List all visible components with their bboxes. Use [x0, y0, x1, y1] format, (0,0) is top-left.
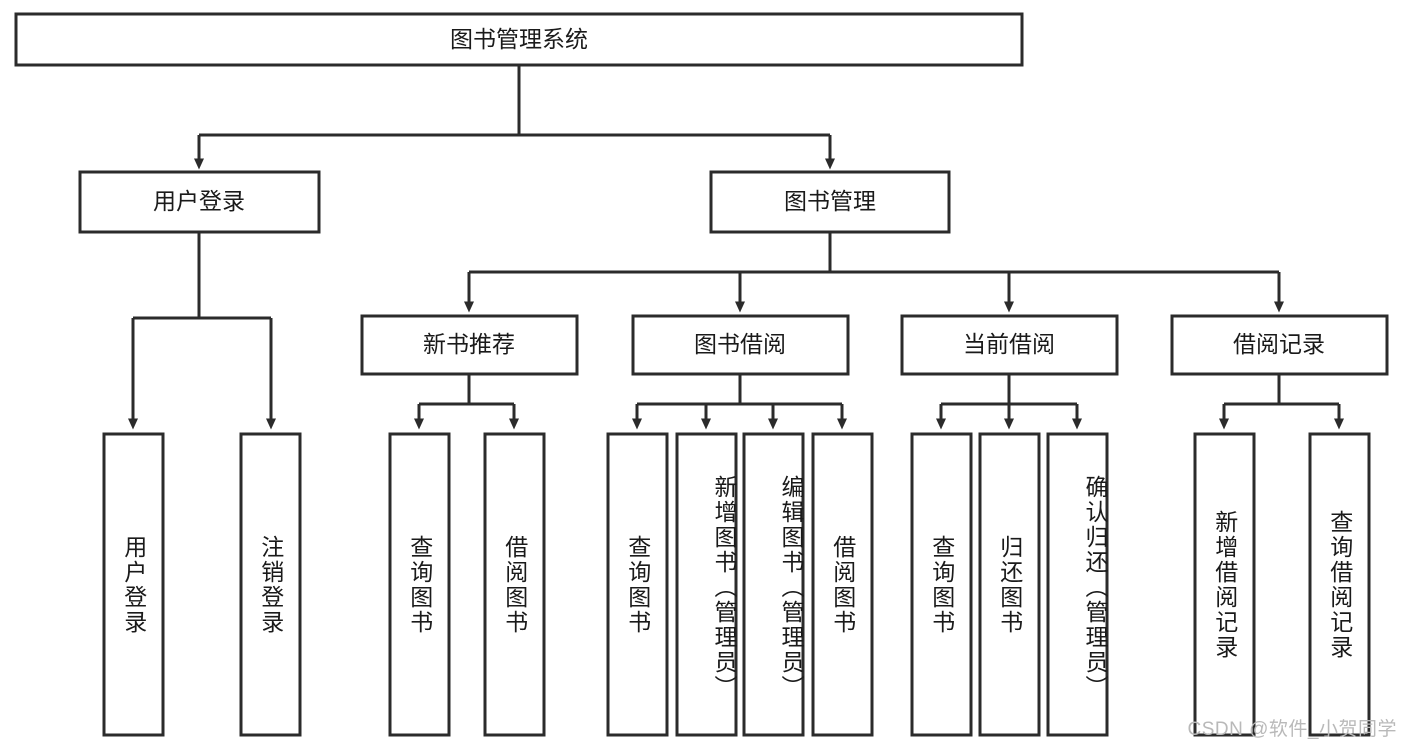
connector-group-book-borrow	[632, 374, 847, 430]
node-leaf-add-book-box[interactable]	[675, 432, 738, 737]
node-book-borrow[interactable]: 图书借阅	[631, 314, 850, 376]
node-borrow-record-box[interactable]	[1170, 314, 1389, 376]
node-book-management-box[interactable]	[709, 170, 951, 234]
node-current-borrow-label: 当前借阅	[963, 331, 1055, 357]
node-leaf-query-book-2-box[interactable]	[606, 432, 669, 737]
node-root-box[interactable]	[14, 12, 1024, 67]
node-leaf-user-login-box[interactable]	[102, 432, 165, 737]
node-new-book-recommend-box[interactable]	[360, 314, 579, 376]
node-root[interactable]: 图书管理系统	[14, 12, 1024, 67]
node-book-management-label: 图书管理	[784, 188, 876, 214]
connector-group-current-borrow	[936, 374, 1082, 430]
node-leaf-add-record-box[interactable]	[1193, 432, 1256, 737]
node-user-login-box[interactable]	[78, 170, 321, 234]
node-book-management[interactable]: 图书管理	[709, 170, 951, 234]
node-book-borrow-box[interactable]	[631, 314, 850, 376]
connector-group-book-management	[464, 232, 1284, 313]
node-leaf-edit-book-box[interactable]	[742, 432, 805, 737]
node-leaf-query-book-1-box[interactable]	[388, 432, 451, 737]
node-leaf-borrow-book-2-box[interactable]	[811, 432, 874, 737]
connector-group-borrow-record	[1219, 374, 1344, 430]
node-borrow-record-label: 借阅记录	[1233, 331, 1325, 357]
node-new-book-recommend-label: 新书推荐	[423, 331, 515, 357]
connector-group-new-book-recommend	[414, 374, 519, 430]
node-root-label: 图书管理系统	[450, 26, 588, 52]
connector-group-user-login	[128, 232, 276, 430]
node-borrow-record[interactable]: 借阅记录	[1170, 314, 1389, 376]
node-current-borrow[interactable]: 当前借阅	[900, 314, 1119, 376]
node-book-borrow-label: 图书借阅	[694, 331, 786, 357]
node-leaf-query-book-3-box[interactable]	[910, 432, 973, 737]
node-leaf-query-record-box[interactable]	[1308, 432, 1371, 737]
node-leaf-borrow-book-1-box[interactable]	[483, 432, 546, 737]
node-user-login-label: 用户登录	[153, 188, 245, 214]
node-leaf-confirm-return-box[interactable]	[1046, 432, 1109, 737]
csdn-watermark: CSDN @软件_小贺同学	[1187, 719, 1397, 740]
connector-group-root	[194, 65, 835, 170]
node-new-book-recommend[interactable]: 新书推荐	[360, 314, 579, 376]
node-leaf-user-logout-box[interactable]	[239, 432, 302, 737]
node-user-login[interactable]: 用户登录	[78, 170, 321, 234]
node-current-borrow-box[interactable]	[900, 314, 1119, 376]
node-leaf-return-book-box[interactable]	[978, 432, 1041, 737]
